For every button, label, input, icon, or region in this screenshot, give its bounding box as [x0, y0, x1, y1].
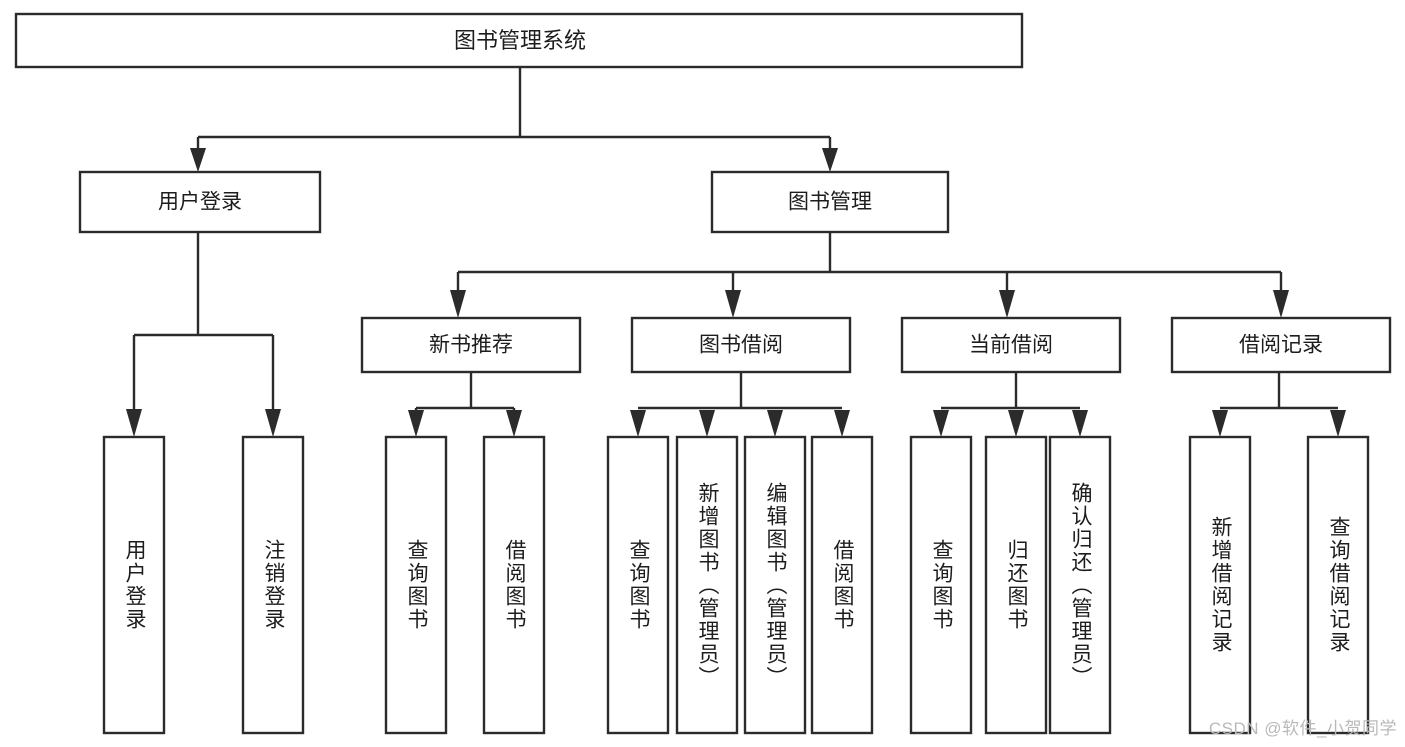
node-leaf-borrow-book-box[interactable] — [810, 435, 874, 735]
node-new-book-recommend-label: 新书推荐 — [429, 334, 513, 357]
arrow-leaf-return-book-icon — [1008, 410, 1024, 437]
arrow-leaf-add-borrow-record-icon — [1212, 410, 1228, 437]
arrow-leaf-edit-book-admin-icon — [767, 410, 783, 437]
node-borrow-records-box[interactable] — [1170, 316, 1392, 374]
node-leaf-add-book-admin-box[interactable] — [675, 435, 739, 735]
node-current-borrow-label: 当前借阅 — [969, 334, 1053, 357]
arrow-leaf-query-book-rec-icon — [408, 410, 424, 437]
arrow-leaf-query-book-current-icon — [933, 410, 949, 437]
arrow-leaf-borrow-book-rec-icon — [506, 410, 522, 437]
node-leaf-query-book-rec-box[interactable] — [384, 435, 448, 735]
watermark-text: CSDN @软件_小贺同学 — [1208, 719, 1397, 738]
node-leaf-edit-book-admin-box[interactable] — [743, 435, 807, 735]
arrow-leaf-confirm-return-icon — [1072, 410, 1088, 437]
node-book-management-box[interactable] — [710, 170, 950, 234]
arrow-book-borrow-icon — [725, 290, 741, 318]
node-leaf-query-book-borrow-box[interactable] — [606, 435, 670, 735]
node-root-box[interactable] — [14, 12, 1024, 69]
arrow-leaf-query-book-borrow-icon — [630, 410, 646, 437]
arrow-leaf-add-book-admin-icon — [699, 410, 715, 437]
arrow-leaf-user-login-icon — [126, 409, 142, 437]
node-book-borrow-label: 图书借阅 — [699, 334, 783, 357]
node-root-label: 图书管理系统 — [454, 28, 586, 53]
node-leaf-user-login-box[interactable] — [102, 435, 166, 735]
arrow-borrow-records-icon — [1273, 290, 1289, 318]
node-current-borrow-box[interactable] — [900, 316, 1122, 374]
node-leaf-query-book-current-box[interactable] — [909, 435, 973, 735]
arrow-leaf-logout-login-icon — [265, 409, 281, 437]
node-leaf-logout-login-box[interactable] — [241, 435, 305, 735]
arrow-book-management-icon — [822, 148, 838, 172]
node-layer: 图书管理系统 用户登录 图书管理 新书推荐 图书借阅 当前借阅 借阅记录 — [14, 12, 1392, 735]
node-user-login-box[interactable] — [78, 170, 322, 234]
arrow-user-login-icon — [190, 148, 206, 172]
node-new-book-recommend-box[interactable] — [360, 316, 582, 374]
node-book-management-label: 图书管理 — [788, 191, 872, 214]
arrow-leaf-borrow-book-icon — [834, 410, 850, 437]
node-leaf-confirm-return-box[interactable] — [1048, 435, 1112, 735]
node-book-borrow-box[interactable] — [630, 316, 852, 374]
connector-layer — [126, 67, 1346, 437]
node-borrow-records-label: 借阅记录 — [1239, 334, 1323, 357]
node-leaf-query-borrow-record-box[interactable] — [1306, 435, 1370, 735]
node-leaf-add-borrow-record-box[interactable] — [1188, 435, 1252, 735]
node-leaf-return-book-box[interactable] — [984, 435, 1048, 735]
arrow-new-book-recommend-icon — [450, 290, 466, 318]
node-leaf-borrow-book-rec-box[interactable] — [482, 435, 546, 735]
arrow-current-borrow-icon — [999, 290, 1015, 318]
node-user-login-label: 用户登录 — [158, 191, 242, 214]
arrow-leaf-query-borrow-record-icon — [1330, 410, 1346, 437]
